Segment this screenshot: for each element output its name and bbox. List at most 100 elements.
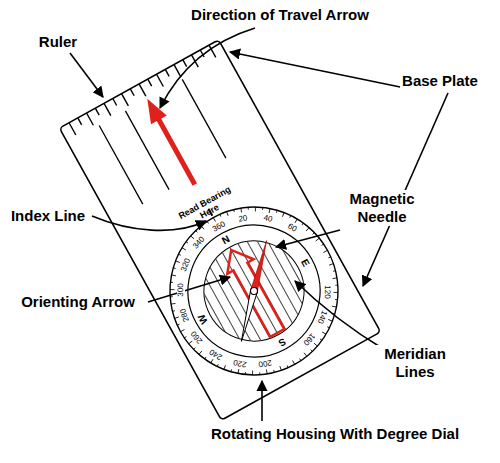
dial-inner-ring: [164, 201, 343, 380]
leader-line: [230, 52, 405, 88]
callout-label: Direction of Travel Arrow: [189, 6, 371, 24]
degree-tick: [327, 327, 329, 328]
degree-tick: [201, 226, 204, 229]
needle-south: [241, 290, 257, 341]
callout-label: Ruler: [37, 33, 79, 51]
degree-tick: [295, 219, 297, 223]
degree-tick: [230, 369, 232, 371]
degree-tick: [328, 319, 332, 321]
ruler-tick: [165, 69, 169, 76]
bearing-note: Read Bearing Here: [174, 182, 241, 231]
degree-tick: [335, 299, 337, 300]
degree-tick: [314, 343, 317, 346]
degree-tick: [224, 365, 226, 369]
ruler-tick: [139, 84, 146, 96]
degree-number: 120: [323, 286, 331, 299]
degree-number: 20: [238, 214, 248, 223]
degree-number: 320: [180, 257, 192, 272]
degree-tick: [320, 339, 322, 340]
degree-tick: [191, 236, 194, 239]
travel-arrow-shaft: [158, 118, 195, 184]
degree-tick: [328, 257, 330, 258]
ruler-tick: [87, 113, 94, 125]
degree-tick: [324, 250, 328, 252]
callout-label: Base Plate: [400, 72, 480, 90]
ruler-tick: [104, 103, 111, 115]
meridian-lines: [189, 224, 318, 359]
ruler-tick: [95, 108, 99, 115]
callout-label: Orienting Arrow: [19, 293, 137, 311]
callout-label: Rotating Housing With Degree Dial: [209, 425, 461, 443]
travel-arrow-head: [139, 94, 166, 124]
magnetic-needle: [241, 241, 266, 342]
degree-tick: [333, 270, 335, 272]
degree-tick: [176, 261, 180, 263]
degree-tick: [248, 207, 249, 209]
base-plate: [59, 40, 380, 420]
callout-label: Magnetic Needle: [335, 190, 429, 226]
degree-number: 360: [211, 220, 227, 233]
ruler-tick: [130, 89, 134, 96]
degree-tick: [322, 332, 326, 334]
degree-number: 260: [190, 329, 205, 344]
degree-tick: [189, 341, 192, 344]
callout-label: Meridian Lines: [368, 345, 462, 381]
base-plate-outline: [59, 40, 380, 420]
capsule-ring: [186, 223, 322, 359]
degree-tick: [269, 209, 271, 213]
ruler-tick: [69, 123, 76, 135]
degree-tick: [181, 330, 185, 332]
degree-tick: [177, 324, 179, 325]
leader-line: [261, 381, 263, 421]
degree-tick: [276, 210, 278, 212]
ruler-tick: [148, 79, 152, 86]
degree-tick: [287, 365, 288, 367]
degree-number: 340: [191, 235, 206, 250]
degree-tick: [211, 359, 213, 363]
degree-tick: [300, 359, 301, 361]
degree-tick: [184, 337, 186, 338]
callout-label: Index Line: [9, 207, 87, 225]
degree-tick: [302, 223, 303, 225]
degree-tick: [170, 282, 172, 283]
leader-line: [276, 230, 340, 247]
degree-tick: [173, 267, 175, 269]
degree-tick: [282, 213, 284, 217]
degree-tick: [290, 216, 291, 218]
degree-tick: [255, 207, 256, 211]
degree-tick: [322, 244, 324, 245]
degree-tick: [182, 248, 186, 250]
degree-number: 40: [263, 215, 273, 225]
cardinal-letter: E: [299, 258, 311, 269]
ruler-tick: [174, 65, 181, 77]
ruler-tick: [157, 74, 164, 86]
degree-tick: [172, 310, 174, 312]
ruler-tick: [78, 118, 82, 125]
degree-tick: [175, 317, 179, 318]
degree-tick: [259, 372, 260, 374]
degree-tick: [237, 369, 239, 373]
degree-tick: [329, 264, 333, 265]
meridian-line: [245, 237, 295, 328]
degree-tick: [304, 353, 307, 356]
degree-tick: [170, 296, 172, 297]
degree-tick: [333, 292, 337, 293]
needle-pivot: [251, 288, 258, 295]
degree-tick: [240, 208, 242, 212]
leader-line: [295, 281, 385, 350]
dial-outer-ring: [140, 177, 368, 405]
degree-tick: [266, 370, 268, 374]
degree-tick: [293, 361, 295, 365]
plate-line: [182, 79, 226, 158]
ruler-tick: [113, 98, 117, 105]
orienting-arrow: [218, 243, 290, 341]
degree-number: 300: [177, 283, 185, 296]
degree-number: 60: [286, 223, 298, 234]
ruler-tick: [183, 60, 187, 67]
degree-tick: [262, 207, 263, 209]
leader-line: [148, 277, 230, 302]
